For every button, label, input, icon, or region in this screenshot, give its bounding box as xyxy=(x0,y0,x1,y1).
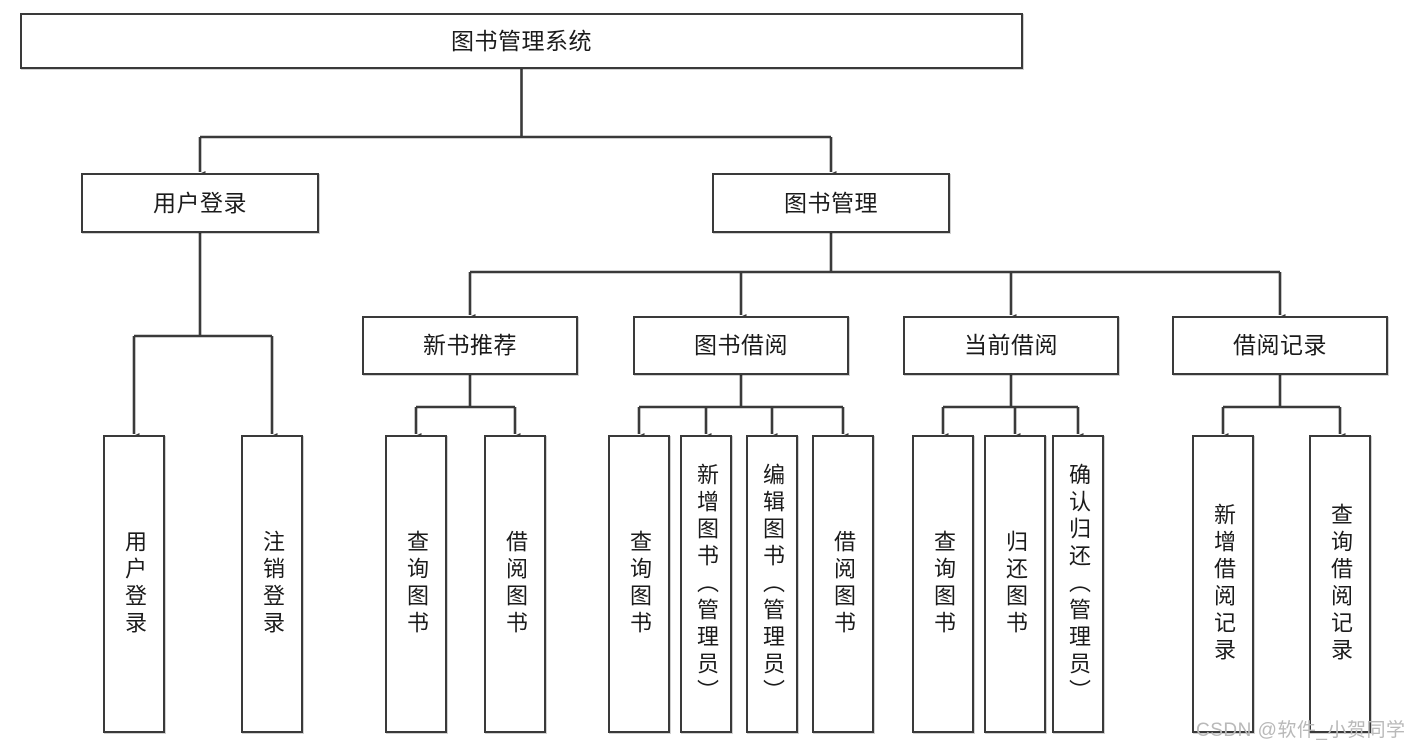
node-label: 注销登录 xyxy=(260,530,285,638)
node-label: 用户登录 xyxy=(153,189,247,216)
node-leaf-add-book[interactable]: 新增图书（管理员） xyxy=(680,435,732,733)
node-leaf-return-book[interactable]: 归还图书 xyxy=(984,435,1046,733)
node-leaf-user-login[interactable]: 用户登录 xyxy=(103,435,165,733)
node-new-book-rec[interactable]: 新书推荐 xyxy=(362,316,578,375)
node-leaf-query-book-1[interactable]: 查询图书 xyxy=(385,435,447,733)
node-label: 查询图书 xyxy=(627,530,652,638)
node-leaf-logout[interactable]: 注销登录 xyxy=(241,435,303,733)
node-leaf-confirm-return[interactable]: 确认归还（管理员） xyxy=(1052,435,1104,733)
node-label: 新增借阅记录 xyxy=(1211,503,1236,665)
node-label: 新增图书（管理员） xyxy=(694,462,719,706)
node-label: 借阅图书 xyxy=(831,530,856,638)
node-label: 当前借阅 xyxy=(964,332,1058,359)
node-current-borrow[interactable]: 当前借阅 xyxy=(903,316,1119,375)
node-leaf-query-book-3[interactable]: 查询图书 xyxy=(912,435,974,733)
node-book-manage[interactable]: 图书管理 xyxy=(712,173,950,233)
node-book-borrow[interactable]: 图书借阅 xyxy=(633,316,849,375)
node-leaf-add-record[interactable]: 新增借阅记录 xyxy=(1192,435,1254,733)
node-label: 图书借阅 xyxy=(694,332,788,359)
node-leaf-borrow-book-2[interactable]: 借阅图书 xyxy=(812,435,874,733)
node-label: 新书推荐 xyxy=(423,332,517,359)
node-leaf-edit-book[interactable]: 编辑图书（管理员） xyxy=(746,435,798,733)
csdn-watermark: CSDN @软件_小贺同学 xyxy=(1196,720,1405,741)
node-label: 借阅图书 xyxy=(503,530,528,638)
node-label: 用户登录 xyxy=(122,530,147,638)
node-label: 借阅记录 xyxy=(1233,332,1327,359)
node-leaf-query-record[interactable]: 查询借阅记录 xyxy=(1309,435,1371,733)
node-label: 查询借阅记录 xyxy=(1328,503,1353,665)
node-leaf-borrow-book-1[interactable]: 借阅图书 xyxy=(484,435,546,733)
node-leaf-query-book-2[interactable]: 查询图书 xyxy=(608,435,670,733)
node-label: 归还图书 xyxy=(1003,530,1028,638)
node-label: 查询图书 xyxy=(931,530,956,638)
node-user-login[interactable]: 用户登录 xyxy=(81,173,319,233)
node-borrow-record[interactable]: 借阅记录 xyxy=(1172,316,1388,375)
node-label: 图书管理系统 xyxy=(451,27,592,54)
edge-group xyxy=(128,69,1346,443)
node-label: 图书管理 xyxy=(784,189,878,216)
node-label: 查询图书 xyxy=(404,530,429,638)
node-root[interactable]: 图书管理系统 xyxy=(20,13,1023,69)
node-label: 编辑图书（管理员） xyxy=(760,462,785,706)
node-label: 确认归还（管理员） xyxy=(1066,462,1091,706)
